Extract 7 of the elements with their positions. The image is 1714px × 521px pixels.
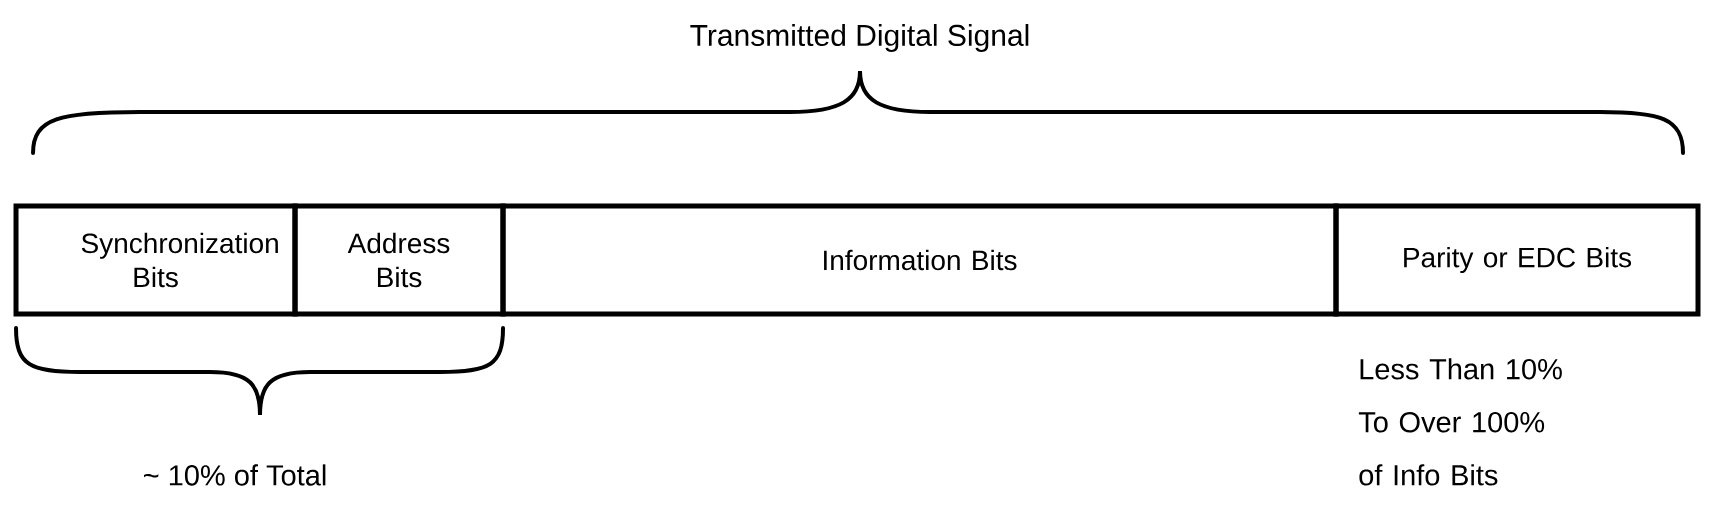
segment-box: Synchronization Bits	[13, 203, 298, 317]
annotation-text: Less Than 10% To Over 100% of Info Bits	[1358, 358, 1562, 486]
annotation-text: ~ 10% of Total	[144, 464, 326, 486]
segment-box: Information Bits	[500, 203, 1339, 317]
segment-box: Parity or EDC Bits	[1333, 203, 1701, 317]
segment-box: Address Bits	[292, 203, 506, 317]
title: Transmitted Digital Signal	[690, 24, 1029, 52]
